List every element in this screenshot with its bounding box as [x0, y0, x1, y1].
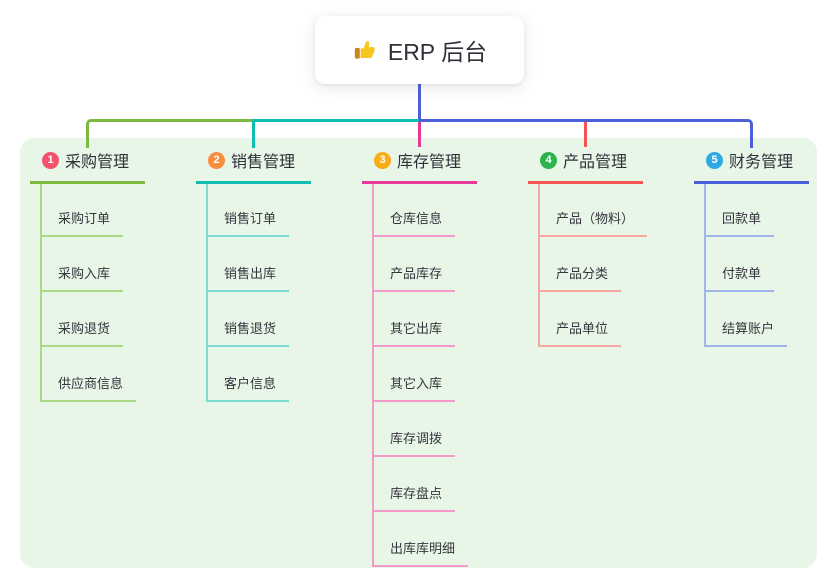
- child-node[interactable]: 结算账户: [706, 318, 788, 347]
- child-row: 销售订单: [208, 184, 346, 237]
- thumbs-up-icon: [352, 37, 378, 63]
- child-row: 回款单: [706, 184, 839, 237]
- child-row: 付款单: [706, 237, 839, 292]
- child-node[interactable]: 其它出库: [374, 318, 456, 347]
- root-node[interactable]: ERP 后台: [315, 16, 524, 84]
- child-node[interactable]: 采购退货: [42, 318, 124, 347]
- branches-panel: [20, 138, 817, 568]
- child-row: 供应商信息: [42, 347, 180, 402]
- branch-number-badge: 1: [42, 151, 59, 169]
- branch-number-badge: 3: [374, 151, 391, 169]
- child-node[interactable]: 供应商信息: [42, 373, 137, 402]
- child-node[interactable]: 库存调拨: [374, 428, 456, 457]
- child-node[interactable]: 产品分类: [540, 263, 622, 292]
- branch-title: 财务管理: [729, 154, 794, 171]
- child-node[interactable]: 销售订单: [208, 208, 290, 237]
- child-row: 出库库明细: [374, 512, 512, 567]
- child-node[interactable]: 仓库信息: [374, 208, 456, 237]
- child-node[interactable]: 出库库明细: [374, 538, 469, 567]
- branch-number-badge: 5: [706, 151, 723, 169]
- child-row: 产品（物料）: [540, 184, 678, 237]
- connector-drop-product: [584, 122, 587, 147]
- child-node[interactable]: 产品单位: [540, 318, 622, 347]
- child-row: 其它出库: [374, 292, 512, 347]
- branch-children: 回款单付款单结算账户: [704, 184, 839, 347]
- child-row: 采购订单: [42, 184, 180, 237]
- branch-children: 仓库信息产品库存其它出库其它入库库存调拨库存盘点出库库明细: [372, 184, 512, 567]
- branch-number-badge: 4: [540, 151, 557, 169]
- child-row: 采购入库: [42, 237, 180, 292]
- branch-title: 产品管理: [563, 154, 628, 171]
- child-row: 产品单位: [540, 292, 678, 347]
- child-node[interactable]: 回款单: [706, 208, 775, 237]
- child-row: 仓库信息: [374, 184, 512, 237]
- branch-children: 销售订单销售出库销售退货客户信息: [206, 184, 346, 402]
- connector-trunk-right: [419, 119, 753, 148]
- branch-header[interactable]: 3 库存管理: [362, 148, 477, 184]
- branch-header[interactable]: 4 产品管理: [528, 148, 643, 184]
- child-row: 销售出库: [208, 237, 346, 292]
- child-row: 客户信息: [208, 347, 346, 402]
- child-row: 采购退货: [42, 292, 180, 347]
- child-row: 产品库存: [374, 237, 512, 292]
- child-node[interactable]: 产品库存: [374, 263, 456, 292]
- branch-header[interactable]: 5 财务管理: [694, 148, 809, 184]
- branch-header[interactable]: 1 采购管理: [30, 148, 145, 184]
- child-row: 库存盘点: [374, 457, 512, 512]
- connector-drop-inventory: [418, 122, 421, 147]
- child-node[interactable]: 产品（物料）: [540, 208, 648, 237]
- child-row: 其它入库: [374, 347, 512, 402]
- root-title: ERP 后台: [387, 39, 488, 65]
- branch-title: 销售管理: [231, 154, 296, 171]
- child-node[interactable]: 销售退货: [208, 318, 290, 347]
- branch-header[interactable]: 2 销售管理: [196, 148, 311, 184]
- branch-column-5: 5 财务管理 回款单付款单结算账户: [694, 148, 839, 347]
- child-node[interactable]: 库存盘点: [374, 483, 456, 512]
- branch-column-1: 1 采购管理 采购订单采购入库采购退货供应商信息: [30, 148, 180, 402]
- child-row: 库存调拨: [374, 402, 512, 457]
- connector-trunk-mid: [252, 119, 420, 148]
- connector-root-drop: [418, 84, 421, 121]
- child-row: 结算账户: [706, 292, 839, 347]
- connector-trunk-left: [86, 119, 255, 148]
- branch-title: 库存管理: [397, 154, 462, 171]
- branch-column-4: 4 产品管理 产品（物料） 产品分类产品单位: [528, 148, 678, 347]
- child-node[interactable]: 采购入库: [42, 263, 124, 292]
- branch-column-2: 2 销售管理 销售订单销售出库销售退货客户信息: [196, 148, 346, 402]
- branch-number-badge: 2: [208, 151, 225, 169]
- child-node[interactable]: 付款单: [706, 263, 775, 292]
- child-node[interactable]: 采购订单: [42, 208, 124, 237]
- child-node[interactable]: 客户信息: [208, 373, 290, 402]
- child-row: 销售退货: [208, 292, 346, 347]
- child-node[interactable]: 销售出库: [208, 263, 290, 292]
- child-node[interactable]: 其它入库: [374, 373, 456, 402]
- branch-children: 产品（物料） 产品分类产品单位: [538, 184, 678, 347]
- child-row: 产品分类: [540, 237, 678, 292]
- branch-children: 采购订单采购入库采购退货供应商信息: [40, 184, 180, 402]
- branch-column-3: 3 库存管理 仓库信息产品库存其它出库其它入库库存调拨库存盘点出库库明细: [362, 148, 512, 567]
- branch-title: 采购管理: [65, 154, 130, 171]
